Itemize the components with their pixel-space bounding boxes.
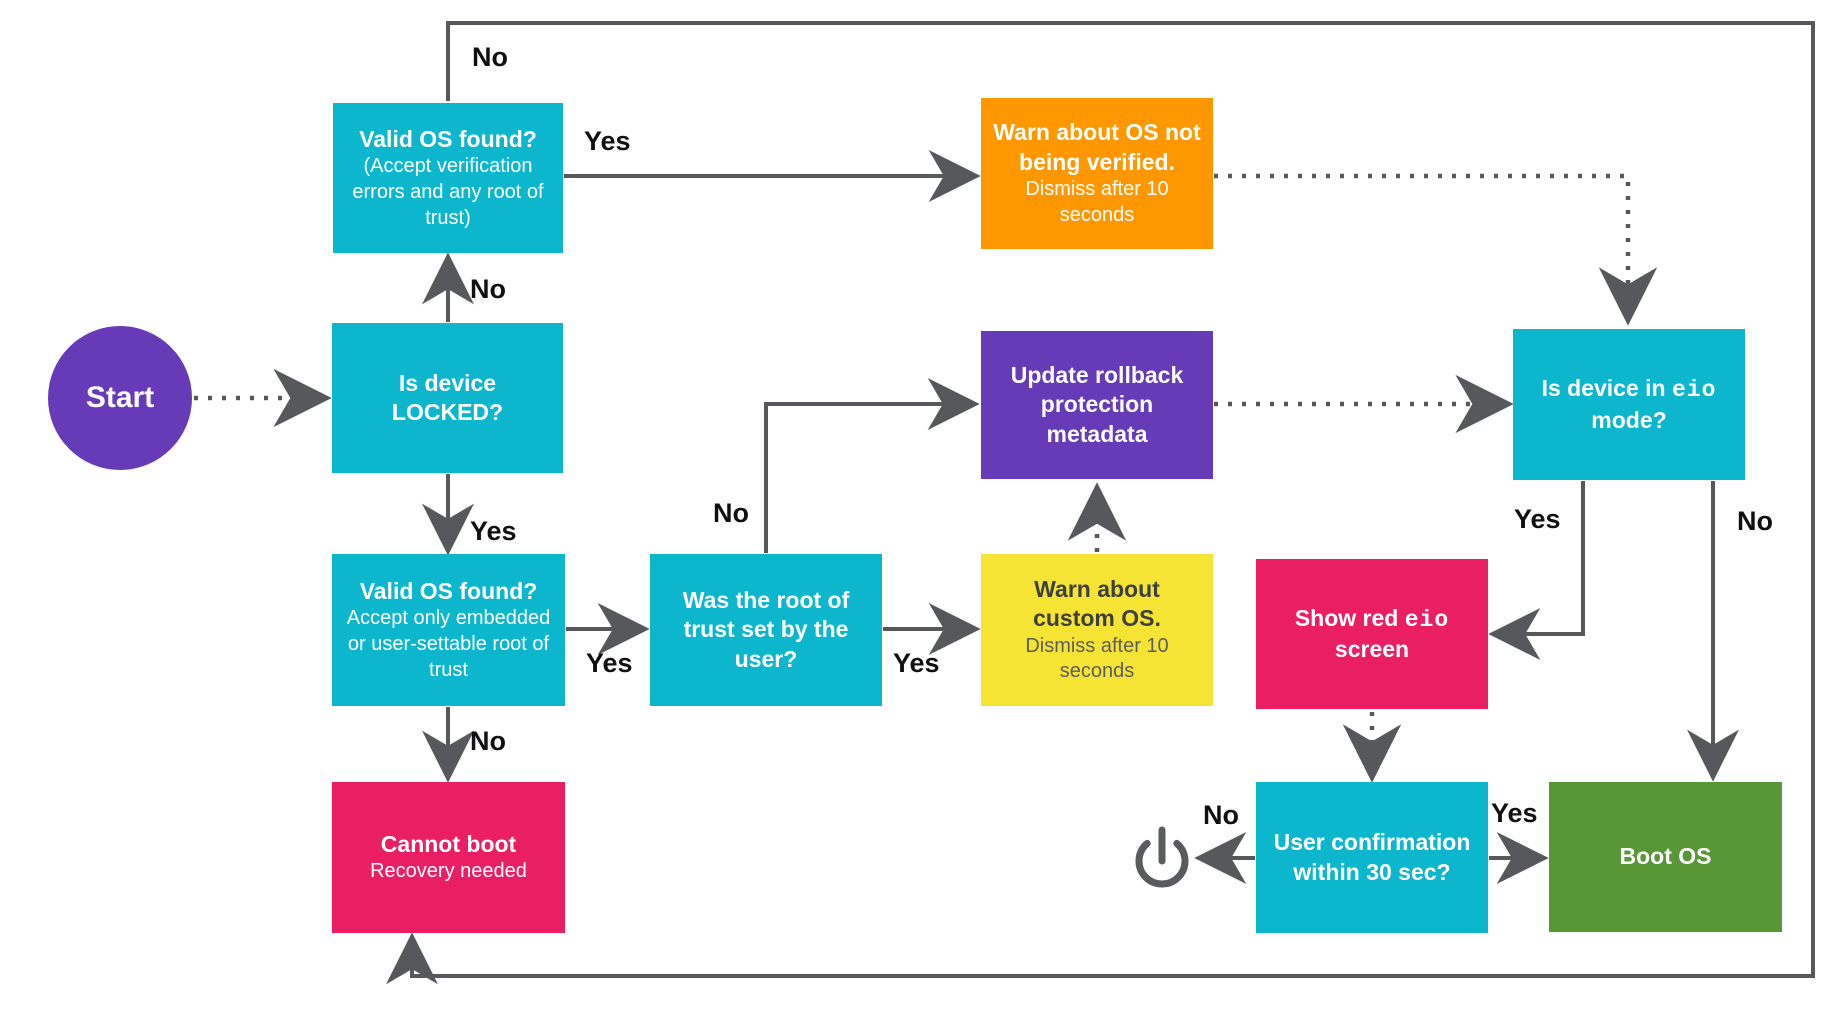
connector-rootoftrust-no-to-updaterollback: [764, 378, 980, 553]
node-title: Cannot boot: [380, 830, 517, 857]
node-boot-os: Boot OS: [1549, 782, 1782, 932]
node-title-part: Show red: [1294, 604, 1405, 631]
node-is-device-in-eio-mode: Is device in eio mode?: [1513, 329, 1745, 480]
node-valid-os-any-root: Valid OS found? (Accept verification err…: [333, 103, 563, 253]
node-title: Boot OS: [1619, 843, 1712, 870]
connector-warnunverified-to-eiomode: [1214, 173, 1658, 326]
node-title-part: Is device in: [1541, 375, 1672, 402]
node-title: User confirmation within 30 sec?: [1273, 829, 1471, 885]
node-is-device-locked: Is device LOCKED?: [332, 323, 563, 473]
power-icon: [1135, 826, 1189, 888]
node-subtitle: (Accept verification errors and any root…: [352, 155, 544, 229]
node-user-confirmation: User confirmation within 30 sec?: [1256, 782, 1488, 933]
node-start: Start: [48, 326, 192, 470]
node-subtitle: Dismiss after 10 seconds: [1025, 634, 1169, 683]
node-title: Is device LOCKED?: [391, 369, 504, 425]
node-warn-os-not-verified: Warn about OS not being verified. Dismis…: [981, 98, 1213, 249]
node-show-red-eio-screen: Show red eio screen: [1256, 559, 1488, 709]
node-title: Start: [85, 380, 155, 414]
node-cannot-boot: Cannot boot Recovery needed: [332, 782, 565, 933]
edge-label-confirm-no: No: [1203, 800, 1239, 830]
node-subtitle: Accept only embedded or user-settable ro…: [346, 607, 551, 681]
node-title-part: mode?: [1591, 406, 1667, 433]
code-text: eio: [1404, 606, 1450, 633]
node-valid-os-embedded-root: Valid OS found? Accept only embedded or …: [332, 554, 565, 706]
edge-label-locked-yes: Yes: [470, 516, 517, 546]
edge-label-top-no: No: [472, 42, 508, 72]
code-text: eio: [1671, 377, 1717, 404]
edge-label-root-yes: Yes: [893, 648, 940, 678]
node-title: Update rollback protection metadata: [1010, 361, 1184, 447]
edge-label-locked-no: No: [470, 274, 506, 304]
node-subtitle: Dismiss after 10 seconds: [1025, 178, 1169, 226]
edge-label-validembedded-yes: Yes: [586, 648, 633, 678]
node-subtitle: Recovery needed: [370, 860, 527, 883]
node-root-of-trust-set-by-user: Was the root of trust set by the user?: [650, 554, 882, 706]
edge-label-eio-yes: Yes: [1514, 504, 1561, 534]
node-title: Was the root of trust set by the user?: [682, 586, 850, 672]
edge-label-confirm-yes: Yes: [1491, 798, 1538, 828]
node-title: Warn about OS not being verified.: [993, 119, 1201, 175]
edge-label-validany-yes: Yes: [584, 126, 631, 156]
node-title: Is device in eio mode?: [1525, 374, 1733, 435]
node-title: Warn about custom OS.: [1033, 575, 1161, 632]
node-title: Valid OS found?: [359, 577, 538, 604]
connector-validany-no-to-cannotboot: [386, 21, 1815, 985]
edge-label-eio-no: No: [1737, 506, 1773, 536]
node-update-rollback-metadata: Update rollback protection metadata: [981, 331, 1213, 479]
edge-label-root-no: No: [713, 498, 749, 528]
node-title-part: screen: [1334, 636, 1410, 662]
connector-eiomode-yes-to-showredeio: [1488, 481, 1585, 660]
node-title: Show red eio screen: [1268, 604, 1476, 665]
node-warn-custom-os: Warn about custom OS. Dismiss after 10 s…: [981, 554, 1213, 706]
edge-label-validembedded-no: No: [470, 726, 506, 756]
node-title: Valid OS found?: [359, 125, 537, 152]
